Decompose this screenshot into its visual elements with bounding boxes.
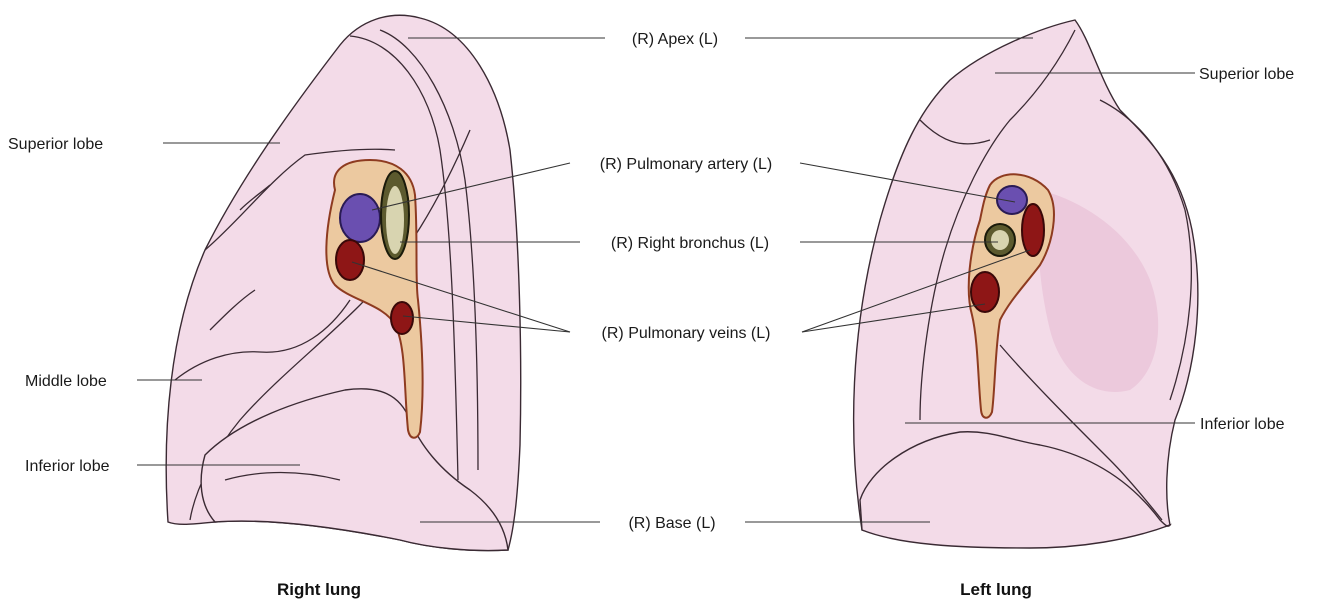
label-pulmonary-artery: (R) Pulmonary artery (L) [600, 156, 772, 173]
right-pulmonary-vein-upper [336, 240, 364, 280]
label-left-inferior-lobe: Inferior lobe [1200, 416, 1285, 433]
label-base: (R) Base (L) [628, 515, 715, 532]
label-apex: (R) Apex (L) [632, 31, 718, 48]
right-pulmonary-vein-lower [391, 302, 413, 334]
right-pulmonary-artery [340, 194, 380, 242]
label-right-inferior-lobe: Inferior lobe [25, 458, 110, 475]
label-left-superior-lobe: Superior lobe [1199, 66, 1294, 83]
caption-right-lung: Right lung [277, 580, 361, 599]
right-lung [166, 15, 521, 550]
label-right-middle-lobe: Middle lobe [25, 373, 107, 390]
label-right-bronchus: (R) Right bronchus (L) [611, 235, 769, 252]
left-lung [854, 20, 1198, 548]
label-right-superior-lobe: Superior lobe [8, 136, 103, 153]
left-pulmonary-vein-upper [1022, 204, 1044, 256]
caption-left-lung: Left lung [960, 580, 1032, 599]
label-pulmonary-veins: (R) Pulmonary veins (L) [602, 325, 771, 342]
